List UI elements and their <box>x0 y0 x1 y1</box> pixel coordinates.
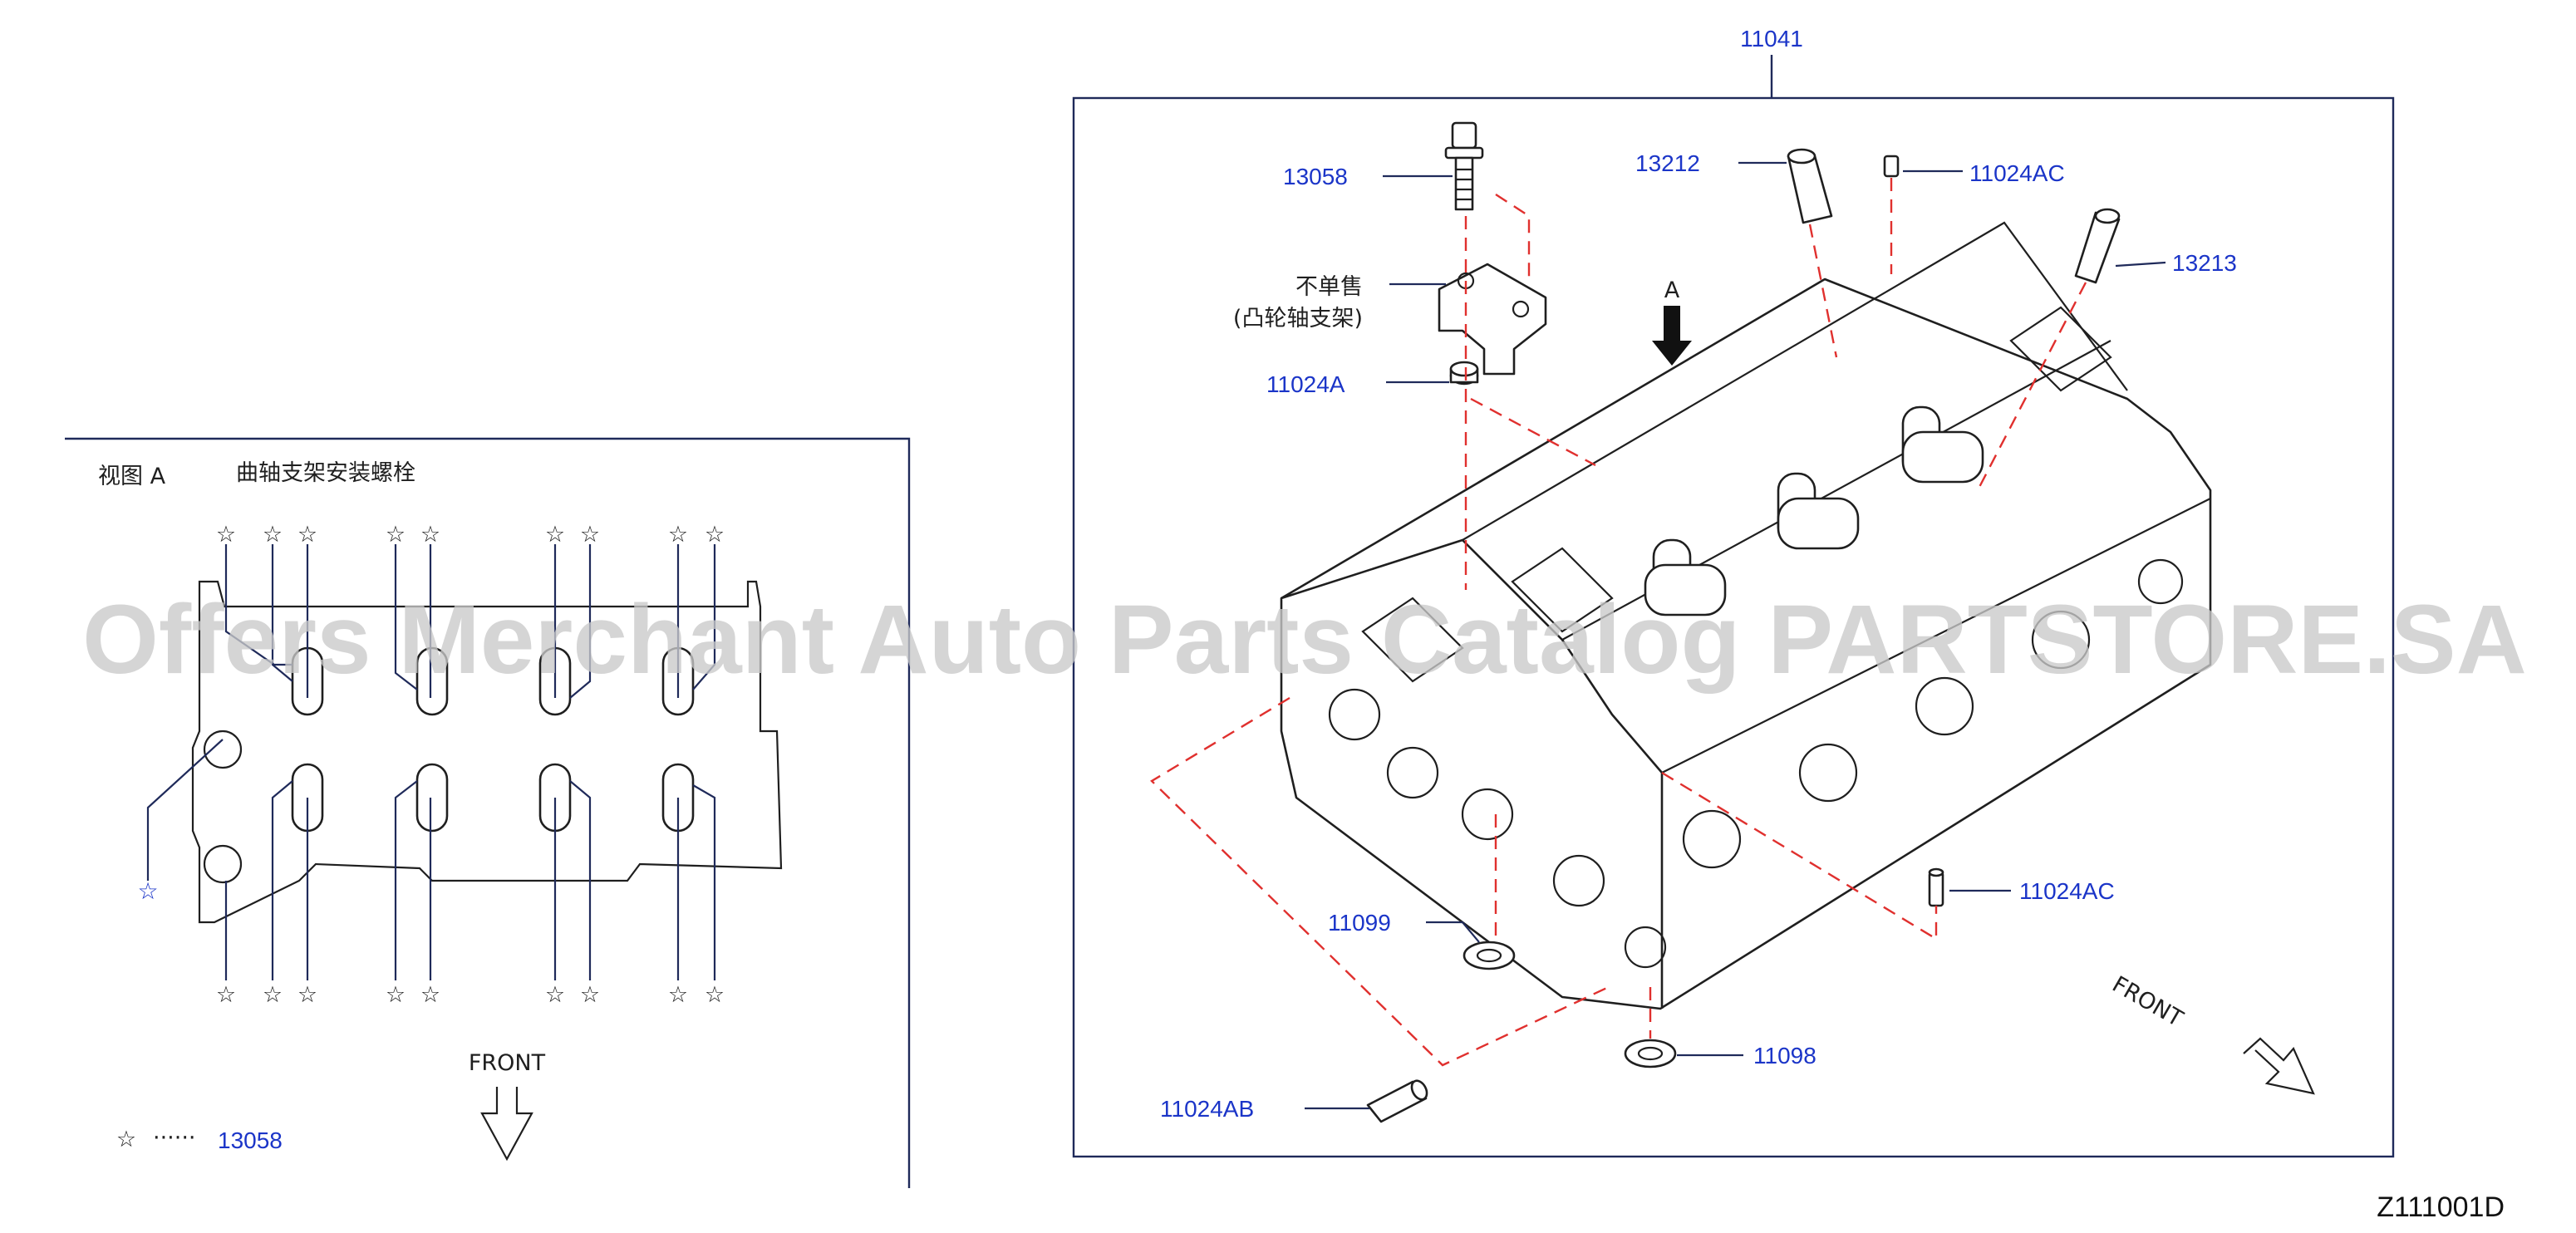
view-a-stars-bottom: ☆ ☆ ☆ ☆ ☆ ☆ ☆ ☆ ☆ ☆ <box>137 878 725 1008</box>
star-mark: ☆ <box>668 522 688 548</box>
star-mark-blue: ☆ <box>137 878 158 904</box>
cylinder-head <box>1280 221 2212 1010</box>
washer-11024A <box>1449 361 1479 386</box>
callout-11024AC-top[interactable]: 11024AC <box>1969 160 2065 186</box>
seal-11098 <box>1624 1039 1677 1068</box>
watermark-text: Offers Merchant Auto Parts Catalog PARTS… <box>82 585 2527 695</box>
star-mark: ☆ <box>705 982 725 1008</box>
star-mark: ☆ <box>545 982 565 1008</box>
dowel-13212 <box>1787 148 1833 224</box>
callout-13213[interactable]: 13213 <box>2172 250 2237 276</box>
view-a-panel: 视图 A 曲轴支架安装螺栓 <box>65 437 911 1188</box>
view-a-front-label: FRONT <box>469 1050 546 1076</box>
view-a-dowel-bottom <box>203 844 243 884</box>
star-mark: ☆ <box>386 982 406 1008</box>
star-mark: ☆ <box>420 982 440 1008</box>
star-mark: ☆ <box>668 982 688 1008</box>
alignment-lines <box>1150 178 2087 1067</box>
star-mark: ☆ <box>263 522 283 548</box>
star-mark: ☆ <box>263 982 283 1008</box>
legend-dots: ······ <box>153 1125 196 1151</box>
legend-part-number[interactable]: 13058 <box>218 1127 283 1153</box>
callout-13058[interactable]: 13058 <box>1283 164 1348 189</box>
star-mark: ☆ <box>580 522 600 548</box>
assembly-frame <box>1072 96 2395 1158</box>
callout-11024AC-right[interactable]: 11024AC <box>2019 878 2115 904</box>
pin-11024AC-top <box>1883 155 1900 178</box>
star-mark: ☆ <box>216 982 236 1008</box>
star-mark: ☆ <box>386 522 406 548</box>
view-a-bosses-lower <box>291 763 695 833</box>
callout-13212[interactable]: 13212 <box>1635 150 1700 176</box>
callout-11041[interactable]: 11041 <box>1740 26 1803 52</box>
star-mark: ☆ <box>297 522 317 548</box>
star-mark: ☆ <box>580 982 600 1008</box>
view-a-head-outline <box>191 580 783 924</box>
view-a-subtitle: 曲轴支架安装螺栓 <box>236 460 415 486</box>
not-sold-line1: 不单售 <box>1295 274 1363 300</box>
star-mark: ☆ <box>216 522 236 548</box>
front-label-main: FRONT <box>2108 971 2188 1032</box>
leader-11099 <box>1426 921 1480 943</box>
diagram-code: Z111001D <box>2377 1191 2505 1223</box>
view-arrow-icon <box>1652 306 1692 366</box>
seal-11099 <box>1463 941 1516 970</box>
exploded-view-panel: 11041 <box>1072 26 2395 1158</box>
view-a-front-arrow-icon <box>480 1087 533 1162</box>
view-a-dowel-top <box>203 729 243 769</box>
callout-11099[interactable]: 11099 <box>1328 910 1391 936</box>
front-arrow-icon <box>2243 1037 2315 1095</box>
view-a-frame <box>65 437 911 1188</box>
view-a-leaders-top <box>224 544 716 699</box>
star-mark: ☆ <box>545 522 565 548</box>
pin-11024AC-right <box>1928 867 1944 907</box>
callout-11024AB[interactable]: 11024AB <box>1160 1096 1254 1122</box>
guide-13213 <box>2074 208 2121 284</box>
view-a-stars-top: ☆ ☆ ☆ ☆ ☆ ☆ ☆ ☆ ☆ <box>216 522 725 548</box>
pin-11024AB <box>1366 1079 1428 1123</box>
view-arrow-label: A <box>1664 278 1680 303</box>
leader-13213 <box>2115 261 2166 268</box>
bolt-13058 <box>1444 121 1484 211</box>
not-sold-line2: (凸轮轴支架) <box>1233 306 1363 332</box>
view-a-leaders-bottom <box>146 739 716 980</box>
callout-11098[interactable]: 11098 <box>1753 1043 1816 1068</box>
view-a-title: 视图 A <box>98 464 166 489</box>
star-mark: ☆ <box>297 982 317 1008</box>
camshaft-bracket <box>1438 263 1547 376</box>
star-mark: ☆ <box>705 522 725 548</box>
callout-11024A[interactable]: 11024A <box>1266 371 1345 397</box>
legend-star-icon: ☆ <box>116 1127 136 1152</box>
star-mark: ☆ <box>420 522 440 548</box>
